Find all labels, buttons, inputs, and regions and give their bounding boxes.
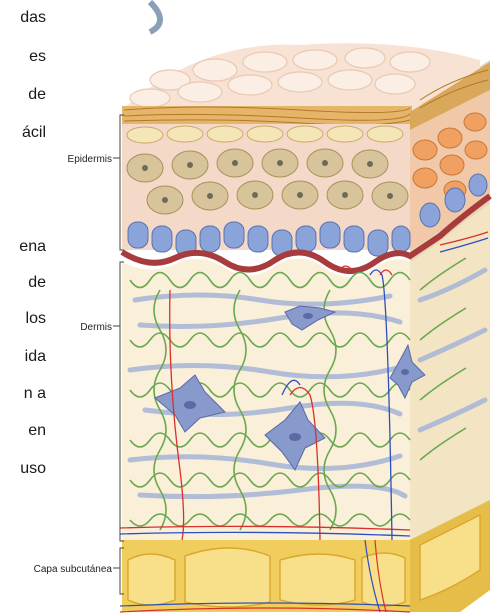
subcutaneous-label: Capa subcutánea: [34, 564, 113, 575]
dermis-label: Dermis: [80, 322, 112, 333]
epidermis-label: Epidermis: [68, 154, 112, 165]
decorative-arc: [150, 2, 160, 32]
surface-cell-layer: [122, 43, 480, 112]
